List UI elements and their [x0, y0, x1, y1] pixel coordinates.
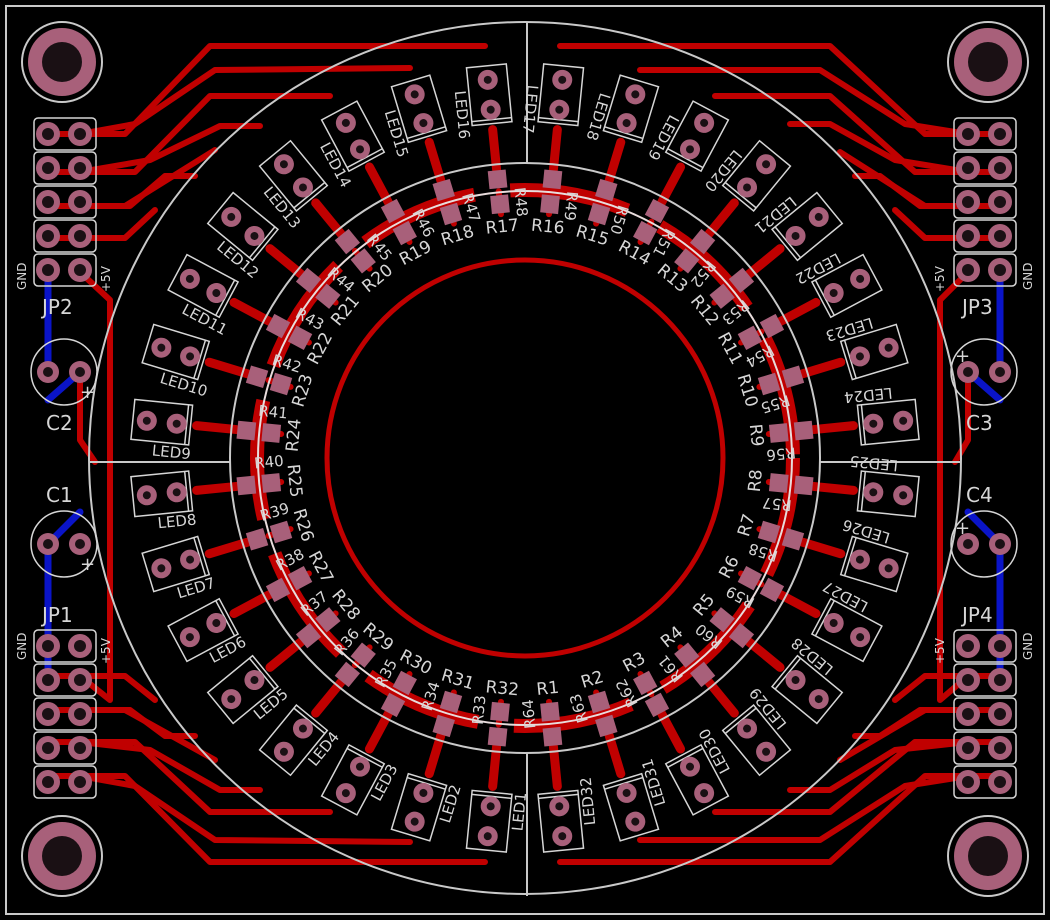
resistor-label: R49	[561, 190, 582, 221]
led-label: LED9	[151, 441, 192, 463]
jp4-label: JP4	[960, 603, 993, 627]
resistor: R42	[245, 351, 304, 396]
board-outline	[5, 5, 1045, 915]
resistor-label: R33	[469, 694, 490, 725]
c3-plus: +	[955, 346, 970, 367]
resistor: R59	[723, 566, 785, 612]
c1-plus: +	[80, 554, 95, 575]
led-label: LED8	[157, 511, 198, 533]
led: LED8	[130, 470, 198, 533]
capacitor-pads	[37, 361, 1011, 555]
vcc-label-tl: +5V	[99, 265, 113, 292]
c1-label: C1	[46, 483, 73, 507]
ring-outline	[88, 21, 962, 896]
led: LED24	[843, 384, 920, 446]
led-label: LED17	[519, 84, 542, 134]
mounting-hole	[947, 21, 1029, 103]
resistor-label: R17	[485, 216, 520, 239]
resistor: R40	[236, 452, 284, 496]
resistor: R56	[766, 420, 814, 464]
resistor-label: R56	[766, 443, 797, 464]
resistor: R37	[295, 587, 341, 649]
resistor-label: R24	[283, 418, 306, 453]
resistor: R48	[487, 169, 531, 217]
resistor-label: R1	[535, 678, 559, 700]
resistor-label: R32	[485, 677, 520, 700]
c4-plus: +	[955, 518, 970, 539]
jp2-label: JP2	[40, 295, 73, 319]
vcc-label-br: +5V	[933, 637, 947, 664]
gnd-label-br: GND	[1021, 632, 1035, 660]
capacitor-c2-outline	[30, 338, 98, 406]
c2-plus: +	[80, 382, 95, 403]
led: LED1	[465, 789, 530, 853]
led: LED32	[537, 776, 600, 853]
pin-headers	[33, 117, 1017, 799]
vcc-label-bl: +5V	[99, 637, 113, 664]
mounting-holes	[21, 21, 1029, 897]
mounting-hole	[21, 21, 103, 103]
mounting-hole	[21, 815, 103, 897]
resistor: R57	[761, 473, 814, 515]
resistor-label: R25	[283, 463, 306, 498]
led-label: LED16	[451, 90, 474, 140]
resistor-label: R41	[257, 402, 288, 423]
led-label: LED25	[849, 452, 899, 475]
resistor: R49	[540, 169, 582, 222]
led: LED9	[130, 398, 194, 463]
resistor-label: R48	[510, 186, 531, 217]
led: LED17	[519, 63, 585, 134]
led-label: LED1	[508, 791, 530, 832]
resistor: R33	[469, 694, 510, 747]
jp3-label: JP3	[960, 295, 993, 319]
led-label: LED24	[843, 384, 893, 407]
gnd-label-tr: GND	[1021, 262, 1035, 290]
led: LED25	[849, 452, 920, 518]
jp1-label: JP1	[40, 603, 73, 627]
resistor-label: R9	[745, 423, 767, 447]
resistor-label: R64	[519, 699, 540, 730]
resistor-label: R57	[761, 494, 792, 515]
led-label: LED32	[577, 776, 600, 826]
resistor: R35	[371, 656, 417, 718]
vcc-label-tr: +5V	[933, 265, 947, 292]
resistor: R41	[236, 402, 289, 443]
c4-label: C4	[966, 483, 993, 507]
capacitors	[30, 338, 1018, 578]
gnd-label-bl: GND	[15, 632, 29, 660]
resistor-label: R40	[253, 452, 284, 473]
c2-label: C2	[46, 411, 73, 435]
c3-label: C3	[966, 411, 993, 435]
capacitor-c3-outline	[950, 338, 1018, 406]
outer-resistor-ring: R33R34R35R36R37R38R39R40R41R42R43R44R45R…	[236, 169, 814, 747]
gnd-label-tl: GND	[15, 262, 29, 290]
resistor: R64	[519, 699, 563, 747]
resistor: R54	[737, 313, 785, 371]
capacitor-c1-outline	[30, 510, 98, 578]
capacitor-c4-outline	[950, 510, 1018, 578]
resistor-label: R16	[530, 216, 565, 239]
mounting-hole	[947, 815, 1029, 897]
led: LED16	[451, 63, 513, 140]
resistor: R36	[331, 625, 376, 688]
resistor-label: R8	[745, 468, 767, 492]
led: LED18	[583, 74, 660, 144]
